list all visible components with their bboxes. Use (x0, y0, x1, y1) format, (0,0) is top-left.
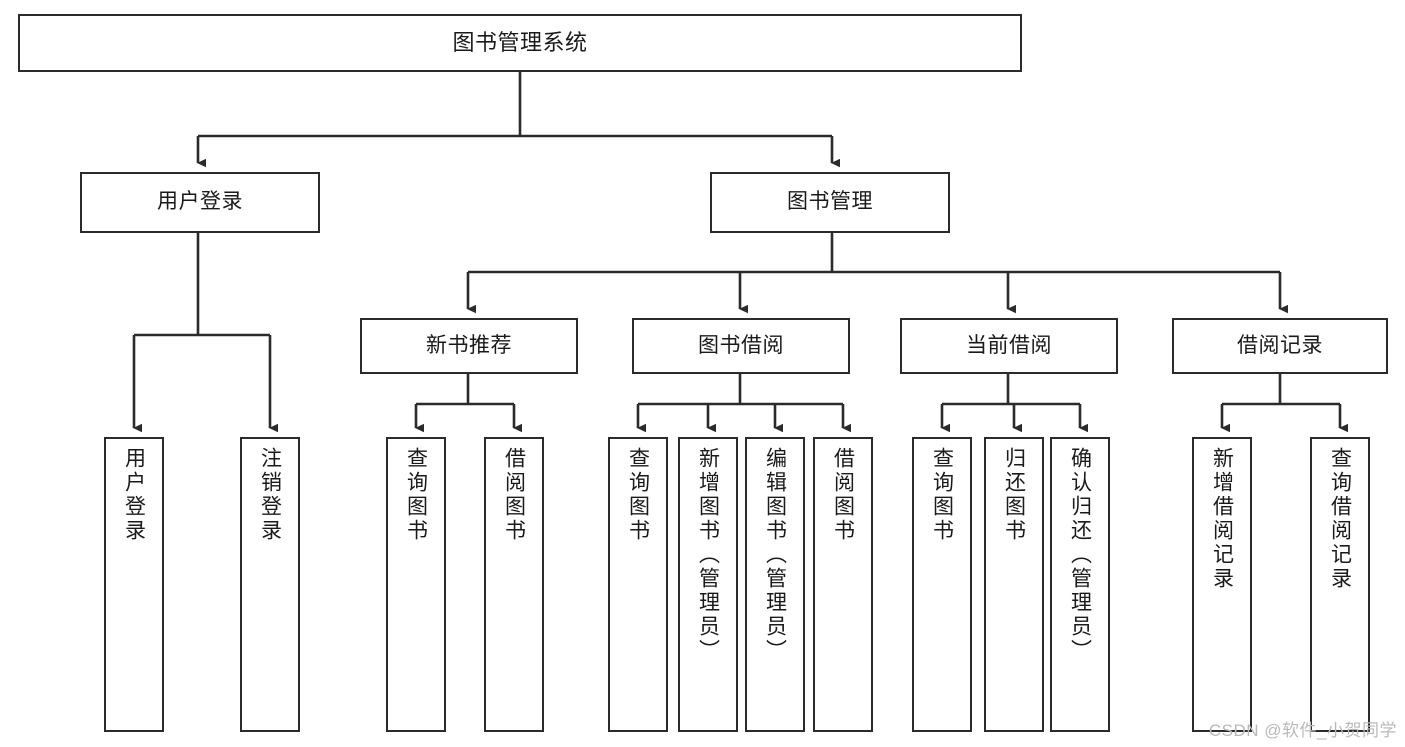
node-book-management[interactable]: 图书管理 (710, 172, 950, 233)
node-leaf-query-book-3[interactable]: 查询图书 (912, 437, 972, 732)
node-book-management-label: 图书管理 (787, 190, 873, 214)
node-leaf-confirm-return[interactable]: 确认归还（管理员） (1050, 437, 1110, 732)
node-leaf-edit-book-label: 编辑图书（管理员） (763, 447, 787, 663)
node-leaf-query-book-3-label: 查询图书 (930, 447, 954, 543)
node-leaf-borrow-book-1-label: 借阅图书 (502, 447, 526, 543)
node-leaf-add-record-label: 新增借阅记录 (1210, 447, 1234, 591)
node-book-borrow[interactable]: 图书借阅 (632, 318, 850, 374)
node-leaf-user-login-label: 用户登录 (122, 447, 146, 543)
node-leaf-add-book[interactable]: 新增图书（管理员） (678, 437, 738, 732)
node-leaf-query-record[interactable]: 查询借阅记录 (1310, 437, 1370, 732)
node-new-book-recommend-label: 新书推荐 (426, 333, 512, 357)
node-leaf-return-book-label: 归还图书 (1002, 447, 1026, 543)
node-leaf-borrow-book-1[interactable]: 借阅图书 (484, 437, 544, 732)
node-leaf-confirm-return-label: 确认归还（管理员） (1068, 447, 1092, 663)
node-root[interactable]: 图书管理系统 (18, 14, 1022, 72)
node-current-borrow[interactable]: 当前借阅 (900, 318, 1118, 374)
node-leaf-query-book-1[interactable]: 查询图书 (386, 437, 446, 732)
node-root-label: 图书管理系统 (452, 30, 588, 56)
node-borrow-record-label: 借阅记录 (1237, 333, 1323, 357)
node-leaf-add-record[interactable]: 新增借阅记录 (1192, 437, 1252, 732)
node-user-login-label: 用户登录 (157, 190, 243, 214)
node-leaf-query-record-label: 查询借阅记录 (1328, 447, 1352, 591)
node-user-login[interactable]: 用户登录 (80, 172, 320, 233)
node-leaf-return-book[interactable]: 归还图书 (984, 437, 1044, 732)
node-leaf-logout[interactable]: 注销登录 (240, 437, 300, 732)
node-leaf-query-book-2-label: 查询图书 (626, 447, 650, 543)
node-leaf-query-book-1-label: 查询图书 (404, 447, 428, 543)
node-current-borrow-label: 当前借阅 (966, 333, 1052, 357)
node-book-borrow-label: 图书借阅 (698, 333, 784, 357)
node-leaf-add-book-label: 新增图书（管理员） (696, 447, 720, 663)
node-borrow-record[interactable]: 借阅记录 (1172, 318, 1388, 374)
node-new-book-recommend[interactable]: 新书推荐 (360, 318, 578, 374)
node-leaf-logout-label: 注销登录 (258, 447, 282, 543)
node-leaf-borrow-book-2[interactable]: 借阅图书 (813, 437, 873, 732)
node-leaf-edit-book[interactable]: 编辑图书（管理员） (745, 437, 805, 732)
node-leaf-user-login[interactable]: 用户登录 (104, 437, 164, 732)
node-leaf-query-book-2[interactable]: 查询图书 (608, 437, 668, 732)
watermark-text: CSDN @软件_小贺同学 (1208, 721, 1397, 740)
node-leaf-borrow-book-2-label: 借阅图书 (831, 447, 855, 543)
